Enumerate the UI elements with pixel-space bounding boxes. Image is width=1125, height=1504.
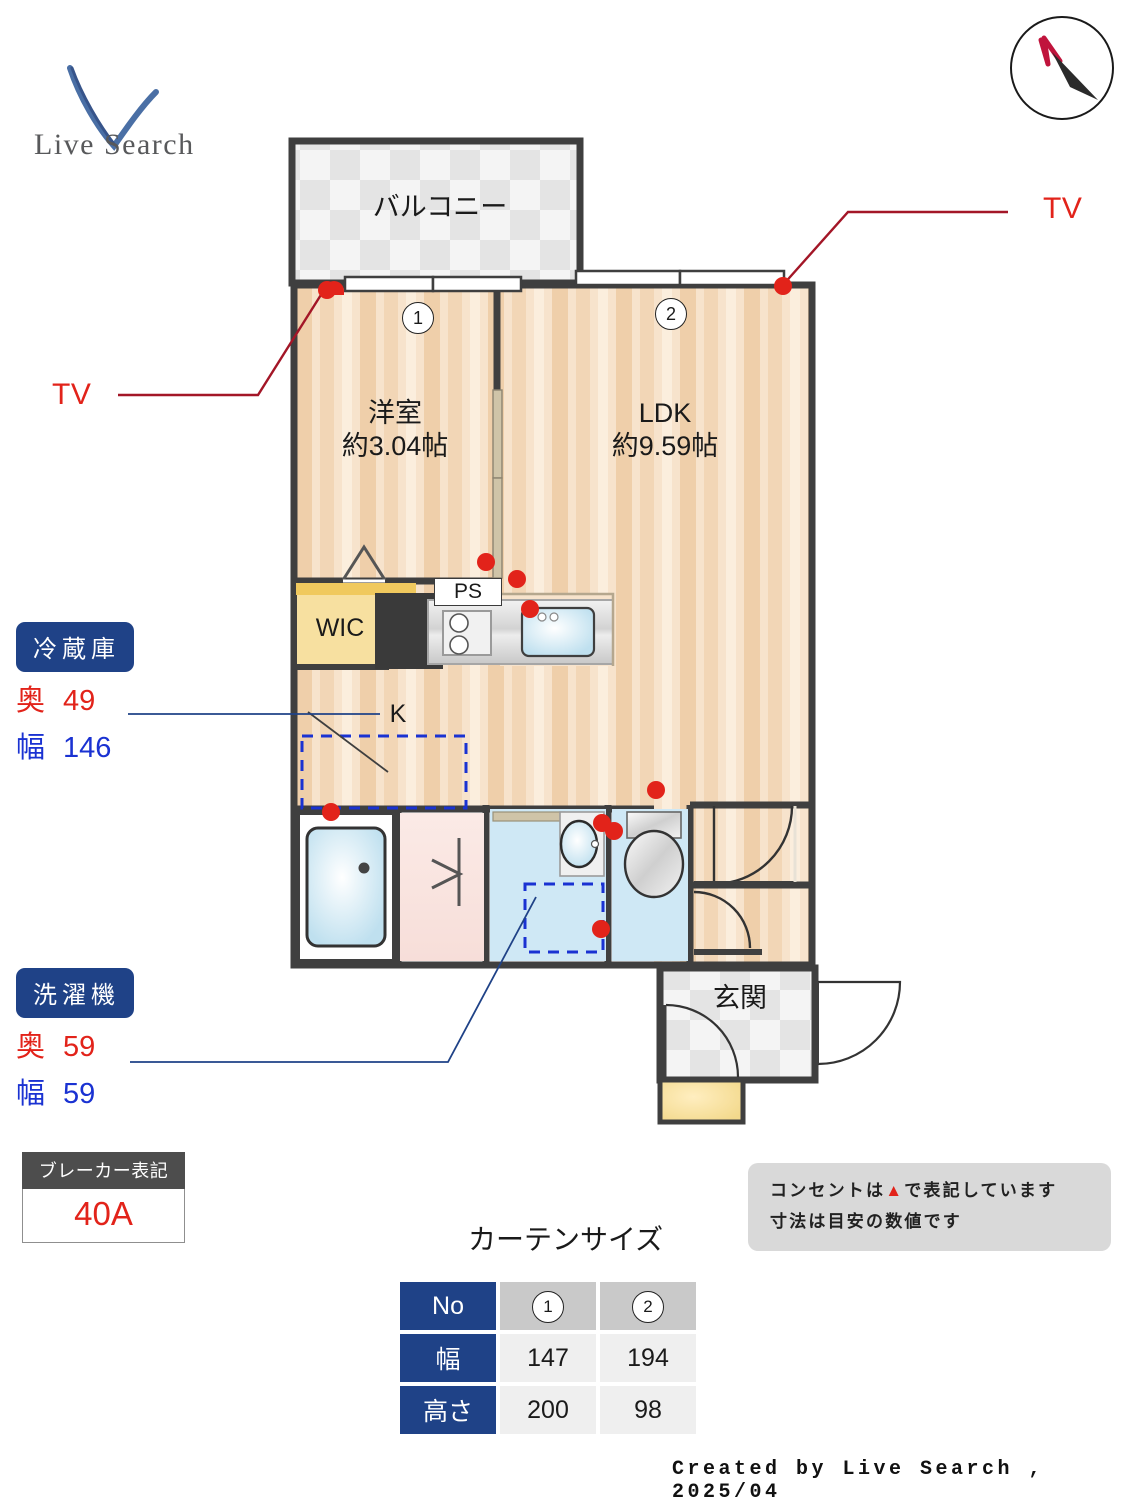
wic-label: WIC bbox=[315, 614, 365, 642]
washer-badge: 洗濯機 bbox=[16, 968, 134, 1018]
logo-text: Live Search bbox=[34, 128, 195, 161]
curtain-size-table: No 1 2 幅 147 194 高さ 200 98 bbox=[396, 1278, 700, 1438]
outlet-markers bbox=[318, 277, 792, 938]
curtain-width-col-1: 147 bbox=[500, 1334, 596, 1382]
appliance-leader-lines bbox=[128, 713, 537, 1063]
kitchen-counter bbox=[427, 592, 615, 666]
curtain-width-col-2: 194 bbox=[600, 1334, 696, 1382]
washroom-area bbox=[400, 813, 484, 961]
room-2-name: LDK bbox=[638, 398, 692, 428]
washer-width-row: 幅 59 bbox=[16, 1070, 134, 1112]
curtain-size-title: カーテンサイズ bbox=[468, 1224, 664, 1255]
curtain-col-2-number: 2 bbox=[632, 1290, 664, 1323]
brand-logo: Live Search bbox=[28, 50, 228, 170]
breaker-info-box: ブレーカー表記 40A bbox=[22, 1152, 185, 1243]
window-number-1: 1 bbox=[402, 302, 434, 334]
balcony-area bbox=[288, 137, 584, 287]
washer-depth-label: 奥 bbox=[16, 1031, 46, 1063]
legend-note-line-1: コンセントは▲で表記しています bbox=[770, 1175, 1111, 1206]
refrigerator-space bbox=[300, 711, 468, 810]
kitchen-label: K bbox=[389, 700, 407, 728]
bathroom-unit bbox=[296, 811, 396, 963]
washer-width-value: 59 bbox=[63, 1078, 96, 1110]
tv-outlet-label-left: TV bbox=[52, 378, 92, 411]
note-line1-post: で表記しています bbox=[904, 1181, 1058, 1200]
curtain-height-col-1: 200 bbox=[500, 1386, 596, 1434]
logo-check-icon bbox=[67, 65, 159, 151]
curtain-row-width-label: 幅 bbox=[400, 1334, 496, 1382]
refrigerator-width-value: 146 bbox=[63, 732, 112, 764]
refrigerator-badge: 冷蔵庫 bbox=[16, 622, 134, 672]
legend-note-line-2: 寸法は目安の数値です bbox=[770, 1212, 962, 1232]
breaker-title: ブレーカー表記 bbox=[22, 1152, 185, 1189]
curtain-height-col-2: 98 bbox=[600, 1386, 696, 1434]
curtain-col-2: 2 bbox=[600, 1282, 696, 1330]
room-1-name: 洋室 bbox=[368, 398, 422, 428]
appliance-callout-washer: 洗濯機 奥 59 幅 59 bbox=[16, 968, 134, 1112]
refrigerator-depth-label: 奥 bbox=[16, 685, 46, 717]
bedroom-sliding-door bbox=[492, 389, 503, 579]
entrance-area bbox=[656, 964, 902, 1125]
room-2-area: 約9.59帖 bbox=[611, 431, 719, 461]
washer-depth-value: 59 bbox=[63, 1031, 96, 1063]
curtain-col-1: 1 bbox=[500, 1282, 596, 1330]
curtain-col-1-number: 1 bbox=[532, 1290, 564, 1323]
curtain-header-no: No bbox=[400, 1282, 496, 1330]
tv-leader-lines bbox=[118, 210, 1008, 397]
washer-depth-row: 奥 59 bbox=[16, 1023, 134, 1065]
table-row: 高さ 200 98 bbox=[400, 1386, 696, 1434]
entrance-label: 玄関 bbox=[713, 983, 767, 1013]
breaker-value: 40A bbox=[22, 1189, 185, 1243]
refrigerator-width-label: 幅 bbox=[16, 732, 46, 764]
legend-note-box: コンセントは▲で表記しています 寸法は目安の数値です bbox=[748, 1163, 1111, 1251]
table-row: 幅 147 194 bbox=[400, 1334, 696, 1382]
floor-plan-drawing bbox=[118, 137, 1008, 1125]
vanity-area bbox=[490, 809, 606, 961]
window-number-2: 2 bbox=[655, 298, 687, 330]
refrigerator-width-row: 幅 146 bbox=[16, 724, 134, 766]
compass-rose: N bbox=[1008, 14, 1116, 122]
note-line1-pre: コンセントは bbox=[770, 1181, 886, 1200]
washer-width-label: 幅 bbox=[16, 1078, 46, 1110]
balcony-label: バルコニー bbox=[372, 192, 508, 222]
ps-label: PS bbox=[434, 578, 502, 606]
tv-outlet-label-right: TV bbox=[1043, 192, 1083, 225]
curtain-row-height-label: 高さ bbox=[400, 1386, 496, 1434]
footer-credit: Created by Live Search , 2025/04 bbox=[672, 1458, 1045, 1504]
refrigerator-depth-row: 奥 49 bbox=[16, 677, 134, 719]
appliance-callout-refrigerator: 冷蔵庫 奥 49 幅 146 bbox=[16, 622, 134, 766]
table-row-header: No 1 2 bbox=[400, 1282, 696, 1330]
outlet-marker-icon: ▲ bbox=[885, 1181, 905, 1200]
toilet-area bbox=[612, 809, 688, 961]
room-1-area: 約3.04帖 bbox=[341, 431, 449, 461]
windows bbox=[343, 269, 786, 293]
refrigerator-depth-value: 49 bbox=[63, 685, 96, 717]
